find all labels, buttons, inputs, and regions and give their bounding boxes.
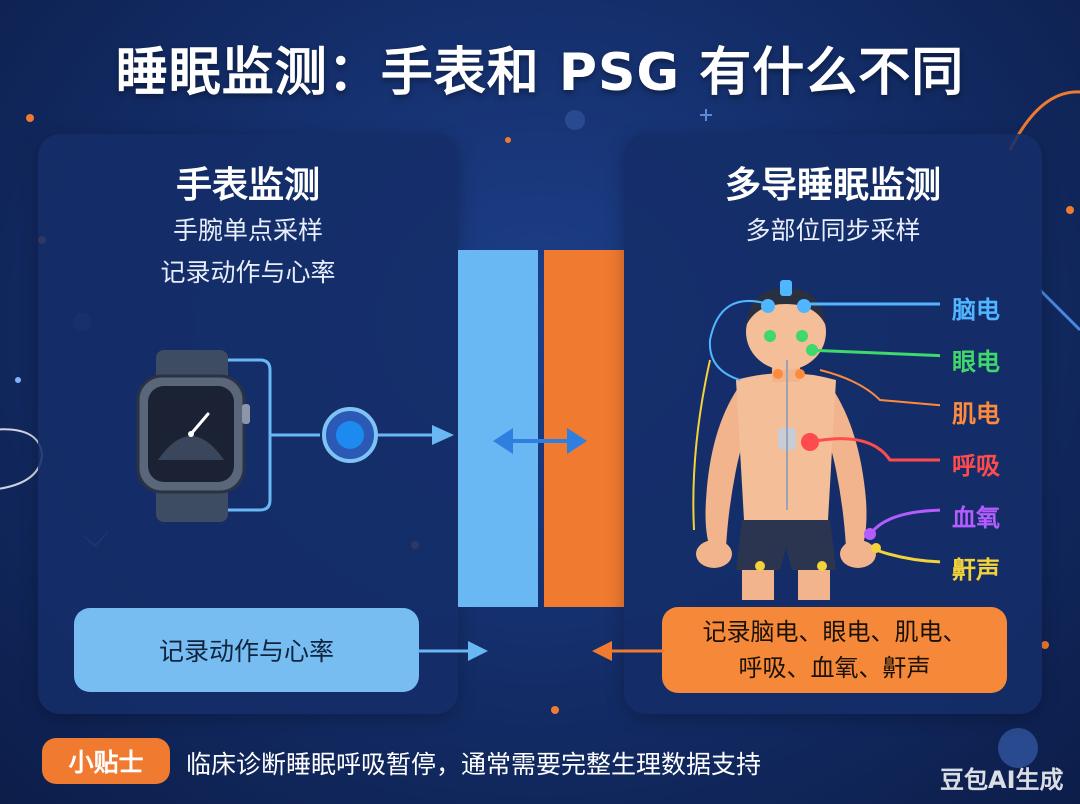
- watch-face-arc: [158, 436, 224, 460]
- right-hand: [840, 540, 876, 568]
- psg-panel-title: 多导睡眠监测: [724, 165, 941, 206]
- eeg-electrode: [761, 299, 775, 313]
- eeg-electrode: [797, 299, 811, 313]
- emg-electrode: [773, 369, 783, 379]
- decor-arc: [0, 428, 44, 490]
- compare-arrow-left-head: [493, 428, 513, 454]
- tip-badge: 小贴士: [42, 738, 170, 784]
- left-hand: [696, 540, 732, 568]
- watch-panel-subtitle-2: 记录动作与心率: [160, 258, 336, 287]
- spo2-electrode: [864, 528, 876, 540]
- smartwatch-diagram: [136, 350, 454, 522]
- watch-data-bar: [458, 250, 538, 607]
- snore-lead: [875, 548, 940, 564]
- psg-output-arrow: [592, 641, 664, 661]
- decor-plus: [700, 109, 712, 121]
- hair: [746, 288, 826, 326]
- signal-label-snore: 鼾声: [952, 556, 1000, 584]
- leg-electrode: [817, 561, 827, 571]
- snore-electrode: [871, 543, 881, 553]
- decor-dot: [551, 706, 559, 714]
- watch-output-arrow: [418, 641, 488, 661]
- watch-panel-subtitle-1: 手腕单点采样: [172, 216, 323, 245]
- watch-hand: [189, 412, 210, 436]
- spo2-lead: [870, 508, 940, 533]
- signal-label-eog: 眼电: [952, 348, 1000, 376]
- eog-lead: [805, 348, 940, 358]
- eeg-electrode-top: [780, 280, 792, 296]
- watch-output-box: 记录动作与心率: [74, 608, 419, 692]
- psg-output-line-1: 记录脑电、眼电、肌电、: [702, 618, 967, 646]
- tip-text: 临床诊断睡眠呼吸暂停，通常需要完整生理数据支持: [186, 750, 762, 779]
- right-eye: [796, 330, 808, 342]
- watch-panel-title: 手表监测: [175, 165, 320, 206]
- resp-electrode: [801, 433, 819, 451]
- leg-lead: [692, 359, 711, 531]
- watch-crown: [242, 404, 250, 424]
- eeg-lead-left: [708, 299, 769, 381]
- decor-dot: [505, 137, 511, 143]
- emg-electrode: [795, 369, 805, 379]
- left-eye: [764, 330, 776, 342]
- shorts: [736, 520, 836, 570]
- decor-dot: [26, 114, 34, 122]
- decor-dot: [15, 377, 21, 383]
- signal-label-emg: 肌电: [952, 400, 1000, 428]
- decor-dot: [998, 728, 1038, 768]
- arrow-head: [432, 425, 454, 445]
- decor-dot: [565, 110, 585, 130]
- emg-lead: [819, 369, 940, 407]
- signal-label-respiration: 呼吸: [952, 452, 1000, 480]
- resp-lead: [809, 437, 940, 462]
- signal-label-eeg: 脑电: [952, 296, 1000, 324]
- psg-data-bar: [544, 250, 624, 607]
- compare-arrow: [493, 428, 587, 454]
- watch-hand-pivot: [188, 431, 194, 437]
- leg-electrode: [755, 561, 765, 571]
- psg-output-arrow-head: [592, 641, 612, 661]
- watermark: 豆包AI生成: [940, 766, 1064, 794]
- psg-output-box: 记录脑电、眼电、肌电、 呼吸、血氧、鼾声: [662, 607, 1007, 693]
- watch-output-arrow-head: [468, 641, 488, 661]
- psg-output-line-2: 呼吸、血氧、鼾声: [738, 654, 931, 682]
- decor-dot: [1066, 206, 1074, 214]
- compare-arrow-right-head: [567, 428, 587, 454]
- decor-dot: [1041, 641, 1049, 649]
- psg-body-diagram: [692, 280, 940, 600]
- psg-panel-subtitle: 多部位同步采样: [745, 216, 921, 245]
- signal-label-spo2: 血氧: [952, 504, 1000, 532]
- sensor-dot: [336, 421, 364, 449]
- eog-electrode: [806, 344, 818, 356]
- page-title: 睡眠监测：手表和 PSG 有什么不同: [115, 43, 965, 103]
- decor-line: [1038, 288, 1080, 332]
